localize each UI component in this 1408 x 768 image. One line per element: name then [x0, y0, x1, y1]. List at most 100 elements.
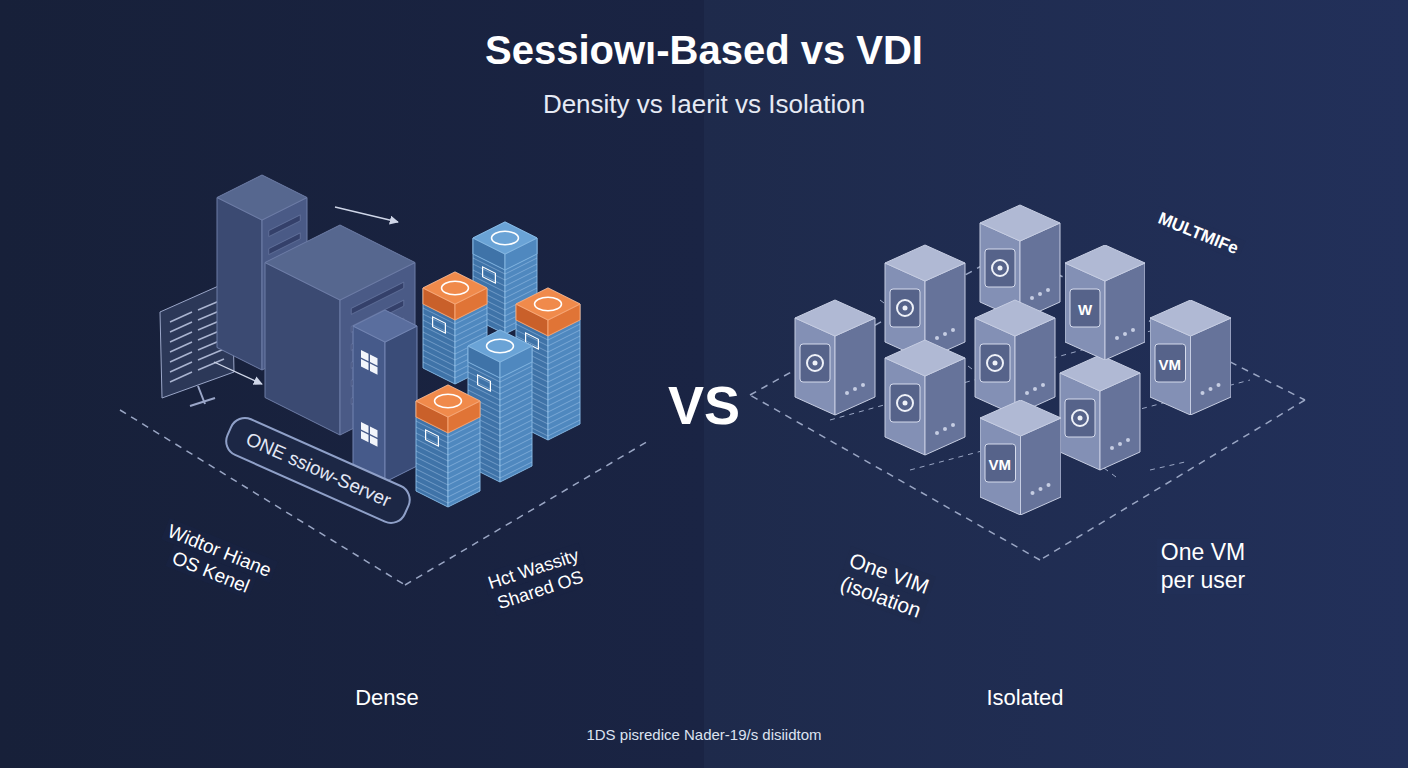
- caption: 1DS pisredice Nader-19/s disiidtom: [586, 726, 821, 743]
- vm-led: [1110, 446, 1114, 450]
- panel-line: [170, 322, 192, 332]
- title-holder: Sessiowı-Based vs VDI: [0, 28, 1408, 73]
- app-icon: [435, 394, 462, 407]
- vm-cube: [795, 300, 875, 415]
- vm-led: [1033, 387, 1037, 391]
- top-face: [468, 330, 532, 362]
- label-panel: [1070, 289, 1100, 327]
- label-panel: [980, 344, 1010, 382]
- label-holder: VS: [668, 373, 740, 438]
- vm-led: [1038, 292, 1042, 296]
- top-face: [1060, 355, 1140, 391]
- face-detail: [478, 375, 491, 391]
- top-face: [975, 300, 1055, 336]
- vm-cube: VM: [980, 400, 1061, 515]
- left-face: [217, 198, 262, 371]
- label-panel: [985, 444, 1016, 482]
- label-panel: [890, 289, 920, 327]
- panel-stand: [190, 398, 215, 406]
- vm-led: [1046, 288, 1050, 292]
- vm-icon: [813, 361, 818, 366]
- face-detail: [361, 350, 378, 447]
- vm-led: [1126, 438, 1130, 442]
- windows-logo: [370, 436, 378, 447]
- callout: MULTMIFe: [1151, 206, 1245, 260]
- right-face: [385, 326, 417, 482]
- title: Sessiowı-Based vs VDI: [485, 28, 923, 72]
- stack-cap: [416, 385, 480, 433]
- panel-line: [198, 349, 224, 360]
- panel-line: [170, 312, 192, 322]
- windows-host: [353, 310, 417, 482]
- app-glyph: [433, 317, 446, 333]
- vm-icon: [1078, 416, 1083, 421]
- versus-mark: VS: [668, 375, 740, 435]
- app-icon: [535, 297, 562, 310]
- session-illustration: [120, 175, 650, 585]
- windows-logo: [361, 359, 369, 370]
- panel-line: [170, 362, 192, 372]
- vm-icon: [903, 401, 908, 406]
- vdi-note: One VIM (isolation: [833, 546, 936, 624]
- node-text: VM: [989, 457, 1012, 472]
- stack-stripe: [448, 487, 480, 503]
- vm-cube: [1060, 355, 1140, 470]
- vm-icon: [1072, 410, 1088, 426]
- vm-icon: [998, 266, 1003, 271]
- vm-led: [1030, 491, 1034, 495]
- windows-logo: [370, 364, 378, 375]
- label-panel: [890, 384, 920, 422]
- vm-led: [1041, 383, 1045, 387]
- right-face: [500, 346, 532, 482]
- left-face: [353, 326, 385, 482]
- caption-holder: 1DS pisredice Nader-19/s disiidtom: [0, 726, 1408, 744]
- top-face: [516, 288, 580, 320]
- vm-icon: [897, 300, 913, 316]
- vm-icon: [903, 306, 908, 311]
- top-face: [1150, 300, 1231, 336]
- top-face: [217, 175, 307, 220]
- server-slot: [269, 215, 301, 237]
- vm-led: [951, 328, 955, 332]
- vm-led: [935, 336, 939, 340]
- label-holder: Hct Wassity Shared OS: [469, 539, 606, 620]
- vm-led: [853, 387, 857, 391]
- grid-link: [1150, 462, 1185, 470]
- subtitle: Density vs Iaerit vs Isolation: [543, 89, 865, 119]
- vm-icon: [987, 355, 1003, 371]
- right-face: [548, 304, 580, 440]
- left-face: [416, 401, 448, 507]
- vm-led: [1118, 442, 1122, 446]
- panel-line: [170, 372, 192, 382]
- face-detail: [433, 317, 446, 333]
- stack-stripe: [416, 487, 448, 503]
- vm-led: [943, 427, 947, 431]
- node-text: VM: [1159, 357, 1182, 372]
- vm-cube: [975, 300, 1055, 415]
- flow-arrow: [335, 207, 398, 222]
- layer-stack: [416, 385, 480, 507]
- vm-led: [935, 431, 939, 435]
- vm-cube: W: [1065, 245, 1145, 360]
- label-holder: One VM per user: [1153, 539, 1253, 594]
- app-icon: [487, 339, 514, 352]
- label-holder: One VIM (isolation: [825, 543, 946, 628]
- vdi-illustration: [750, 205, 1305, 560]
- vm-cube: [885, 340, 965, 455]
- os-note: Widtor Hiane OS Kenel: [161, 518, 279, 599]
- stack-stripe: [500, 462, 532, 478]
- top-face: [885, 340, 965, 376]
- vm-led: [943, 332, 947, 336]
- panel-line: [170, 352, 192, 362]
- panel-line: [170, 342, 192, 352]
- top-face: [1065, 245, 1145, 281]
- stack-stripe: [548, 420, 580, 436]
- vm-led: [1123, 332, 1127, 336]
- side-label: Dense: [355, 685, 419, 710]
- top-face: [980, 400, 1061, 436]
- top-face: [423, 272, 487, 304]
- panel-line: [170, 332, 192, 342]
- app-glyph: [478, 375, 491, 391]
- vm-cube: VM: [1150, 300, 1231, 415]
